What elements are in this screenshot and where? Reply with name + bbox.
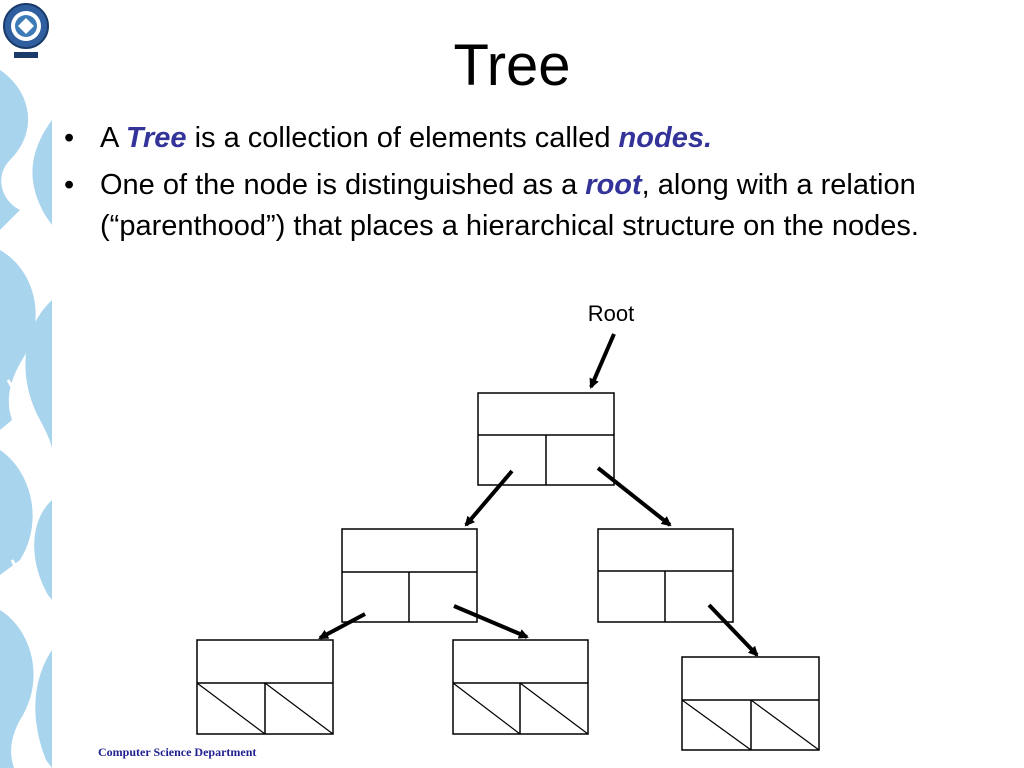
bullet-term: Tree xyxy=(125,122,187,154)
side-swirl-decoration xyxy=(0,0,52,768)
tree-node-root xyxy=(477,392,615,486)
bullet-text: , along with a relation (“parenthood”) t… xyxy=(100,169,919,242)
root-label: Root xyxy=(587,301,635,326)
bullet-text: One of the node is distinguished as a xyxy=(100,169,586,201)
edge-left-leftleaf xyxy=(318,612,366,640)
bullet-dot-icon: • xyxy=(64,169,75,201)
tree-node-leaf xyxy=(681,656,820,751)
edge-root-left xyxy=(464,469,514,527)
bullet-text: A xyxy=(100,122,126,154)
bullet-list: • A Tree is a collection of elements cal… xyxy=(58,118,958,253)
bullet-term: root xyxy=(585,169,642,201)
tree-node-leaf xyxy=(196,639,334,735)
university-seal-icon xyxy=(3,3,49,58)
slide-title: Tree xyxy=(453,33,571,98)
edge-right-leaf xyxy=(707,603,759,657)
root-arrow xyxy=(589,333,616,389)
tree-node-leaf xyxy=(452,639,589,735)
edge-root-right xyxy=(596,466,672,527)
bullet-item: • A Tree is a collection of elements cal… xyxy=(58,118,958,159)
bullet-item: • One of the node is distinguished as a … xyxy=(58,165,958,247)
footer-text: Computer Science Department xyxy=(98,745,257,759)
edge-left-rightleaf xyxy=(453,604,529,639)
bullet-term: nodes. xyxy=(618,122,713,154)
bullet-dot-icon: • xyxy=(64,122,75,154)
bullet-text: is a collection of elements called xyxy=(186,122,619,154)
